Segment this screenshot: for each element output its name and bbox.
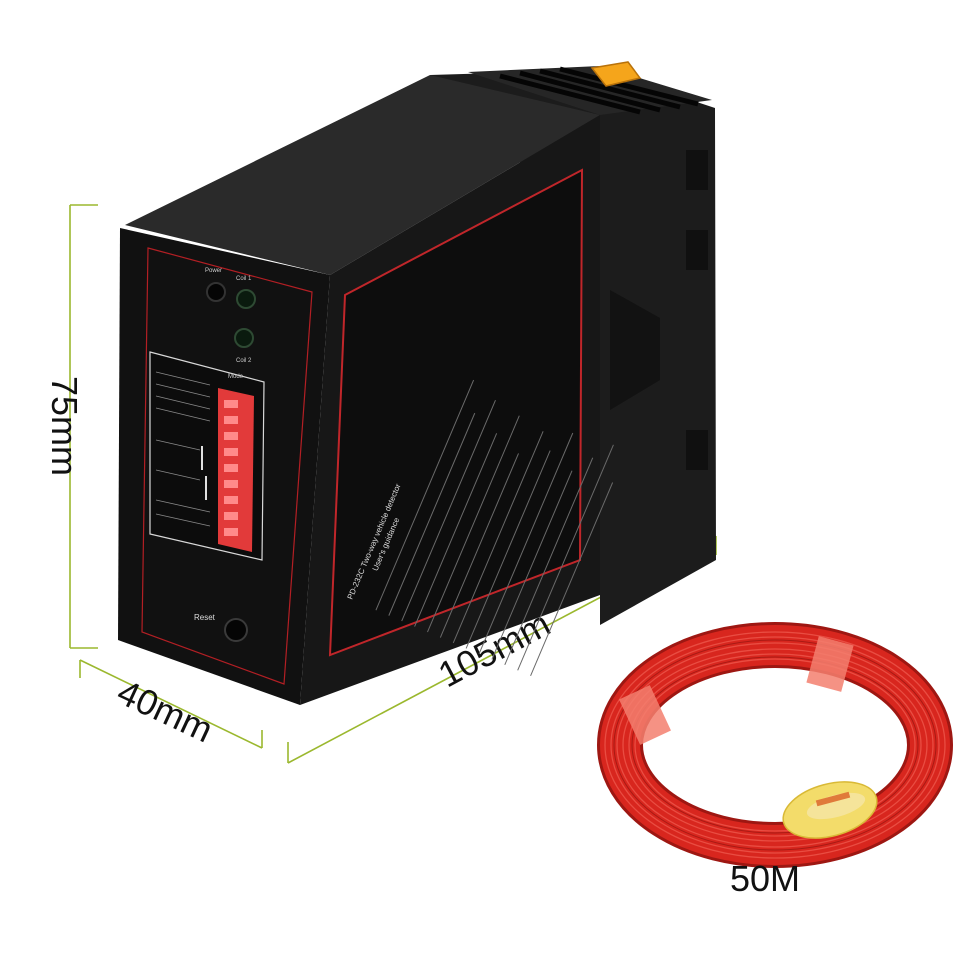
coil2-led [234,328,254,348]
power-led [206,282,226,302]
coil1-led [236,289,256,309]
height-label: 75mm [44,376,85,476]
depth-label: 40mm [111,671,219,750]
coil2-label: Coil 2 [236,358,252,364]
mode-label: Mode [228,374,244,380]
coil1-label: Coil 1 [236,276,252,282]
height-dimension [69,204,98,649]
depth-dimension [79,659,263,749]
power-label: Power [205,268,222,274]
reset-button[interactable] [224,618,248,642]
coil-band [619,685,671,745]
wire-coil [597,622,953,868]
din-latch [590,61,642,87]
vehicle-detector: PD-232C Two-way vehicle detector User's … [118,61,716,705]
reset-label: Reset [194,613,216,622]
coil-band [806,636,854,692]
wire-length-label: 50M [729,858,801,899]
